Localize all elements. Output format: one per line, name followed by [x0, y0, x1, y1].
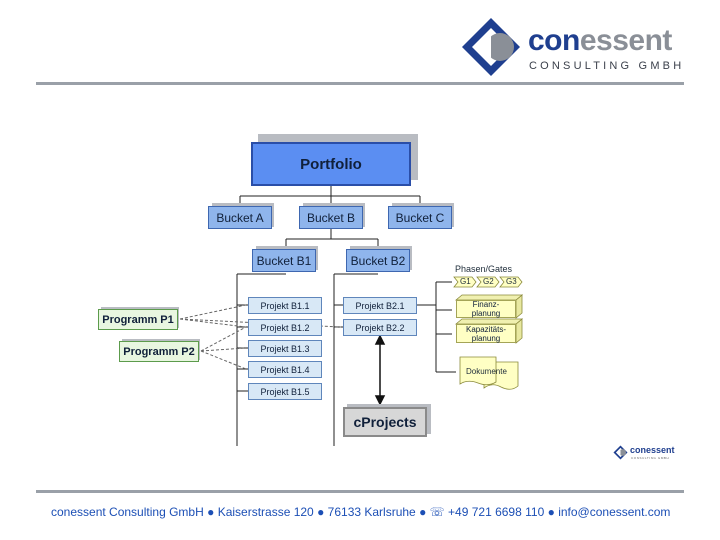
- logo-subtitle: CONSULTING GMBH: [529, 60, 685, 72]
- project-b1-2-box: Projekt B1.2: [248, 319, 322, 336]
- footer-email[interactable]: info@conessent.com: [558, 505, 671, 519]
- footer-address: Kaiserstrasse 120: [217, 505, 314, 519]
- small-logo-diamond-icon: [613, 445, 628, 460]
- project-b2-1-box: Projekt B2.1: [343, 297, 417, 314]
- header-logo: conessent CONSULTING GMBH: [458, 14, 693, 78]
- program-p2-box: Programm P2: [119, 341, 199, 362]
- project-b1-4-box: Projekt B1.4: [248, 361, 322, 378]
- footer-divider: [36, 490, 684, 493]
- footer-contact: conessent Consulting GmbH ● Kaiserstrass…: [51, 505, 670, 519]
- project-b1-1-box: Projekt B1.1: [248, 297, 322, 314]
- project-b1-5-box: Projekt B1.5: [248, 383, 322, 400]
- phone-icon: ☏: [429, 505, 445, 519]
- bucket-c-box: Bucket C: [388, 206, 452, 229]
- bucket-b-box: Bucket B: [299, 206, 363, 229]
- dokumente-label: Dokumente: [466, 367, 507, 376]
- gates-arrows-icon: [453, 276, 523, 288]
- gate-g3-label: G3: [506, 277, 517, 286]
- cprojects-box: cProjects: [343, 407, 427, 437]
- gate-g2-label: G2: [483, 277, 494, 286]
- bucket-b1-box: Bucket B1: [252, 249, 316, 272]
- footer-company: conessent Consulting GmbH: [51, 505, 204, 519]
- footer-bullet: ●: [547, 505, 555, 519]
- phases-gates-label: Phasen/Gates: [455, 264, 513, 274]
- footer-phone: +49 721 6698 110: [448, 505, 545, 519]
- documents-icon: [459, 356, 519, 390]
- kapazitaetsplanung-box: Kapazitäts- planung: [456, 324, 516, 343]
- header-divider: [36, 82, 684, 85]
- small-logo: conessent CONSULTING GMBH: [613, 444, 683, 462]
- portfolio-box: Portfolio: [251, 142, 411, 186]
- bucket-b2-box: Bucket B2: [346, 249, 410, 272]
- gate-g1-label: G1: [460, 277, 471, 286]
- finanzplanung-box: Finanz- planung: [456, 300, 516, 318]
- small-logo-sub: CONSULTING GMBH: [631, 456, 670, 460]
- bucket-a-box: Bucket A: [208, 206, 272, 229]
- footer-bullet: ●: [317, 505, 325, 519]
- logo-word-con: con: [528, 24, 580, 57]
- footer-city: 76133 Karlsruhe: [327, 505, 416, 519]
- logo-word-essent: essent: [579, 24, 673, 57]
- project-b1-3-box: Projekt B1.3: [248, 340, 322, 357]
- small-logo-word: conessent: [630, 445, 675, 455]
- logo-diamond-icon: [462, 18, 520, 76]
- footer-bullet: ●: [207, 505, 215, 519]
- project-b2-2-box: Projekt B2.2: [343, 319, 417, 336]
- logo-wordmark: conessent: [528, 26, 672, 56]
- program-p1-box: Programm P1: [98, 309, 178, 330]
- footer-bullet: ●: [419, 505, 427, 519]
